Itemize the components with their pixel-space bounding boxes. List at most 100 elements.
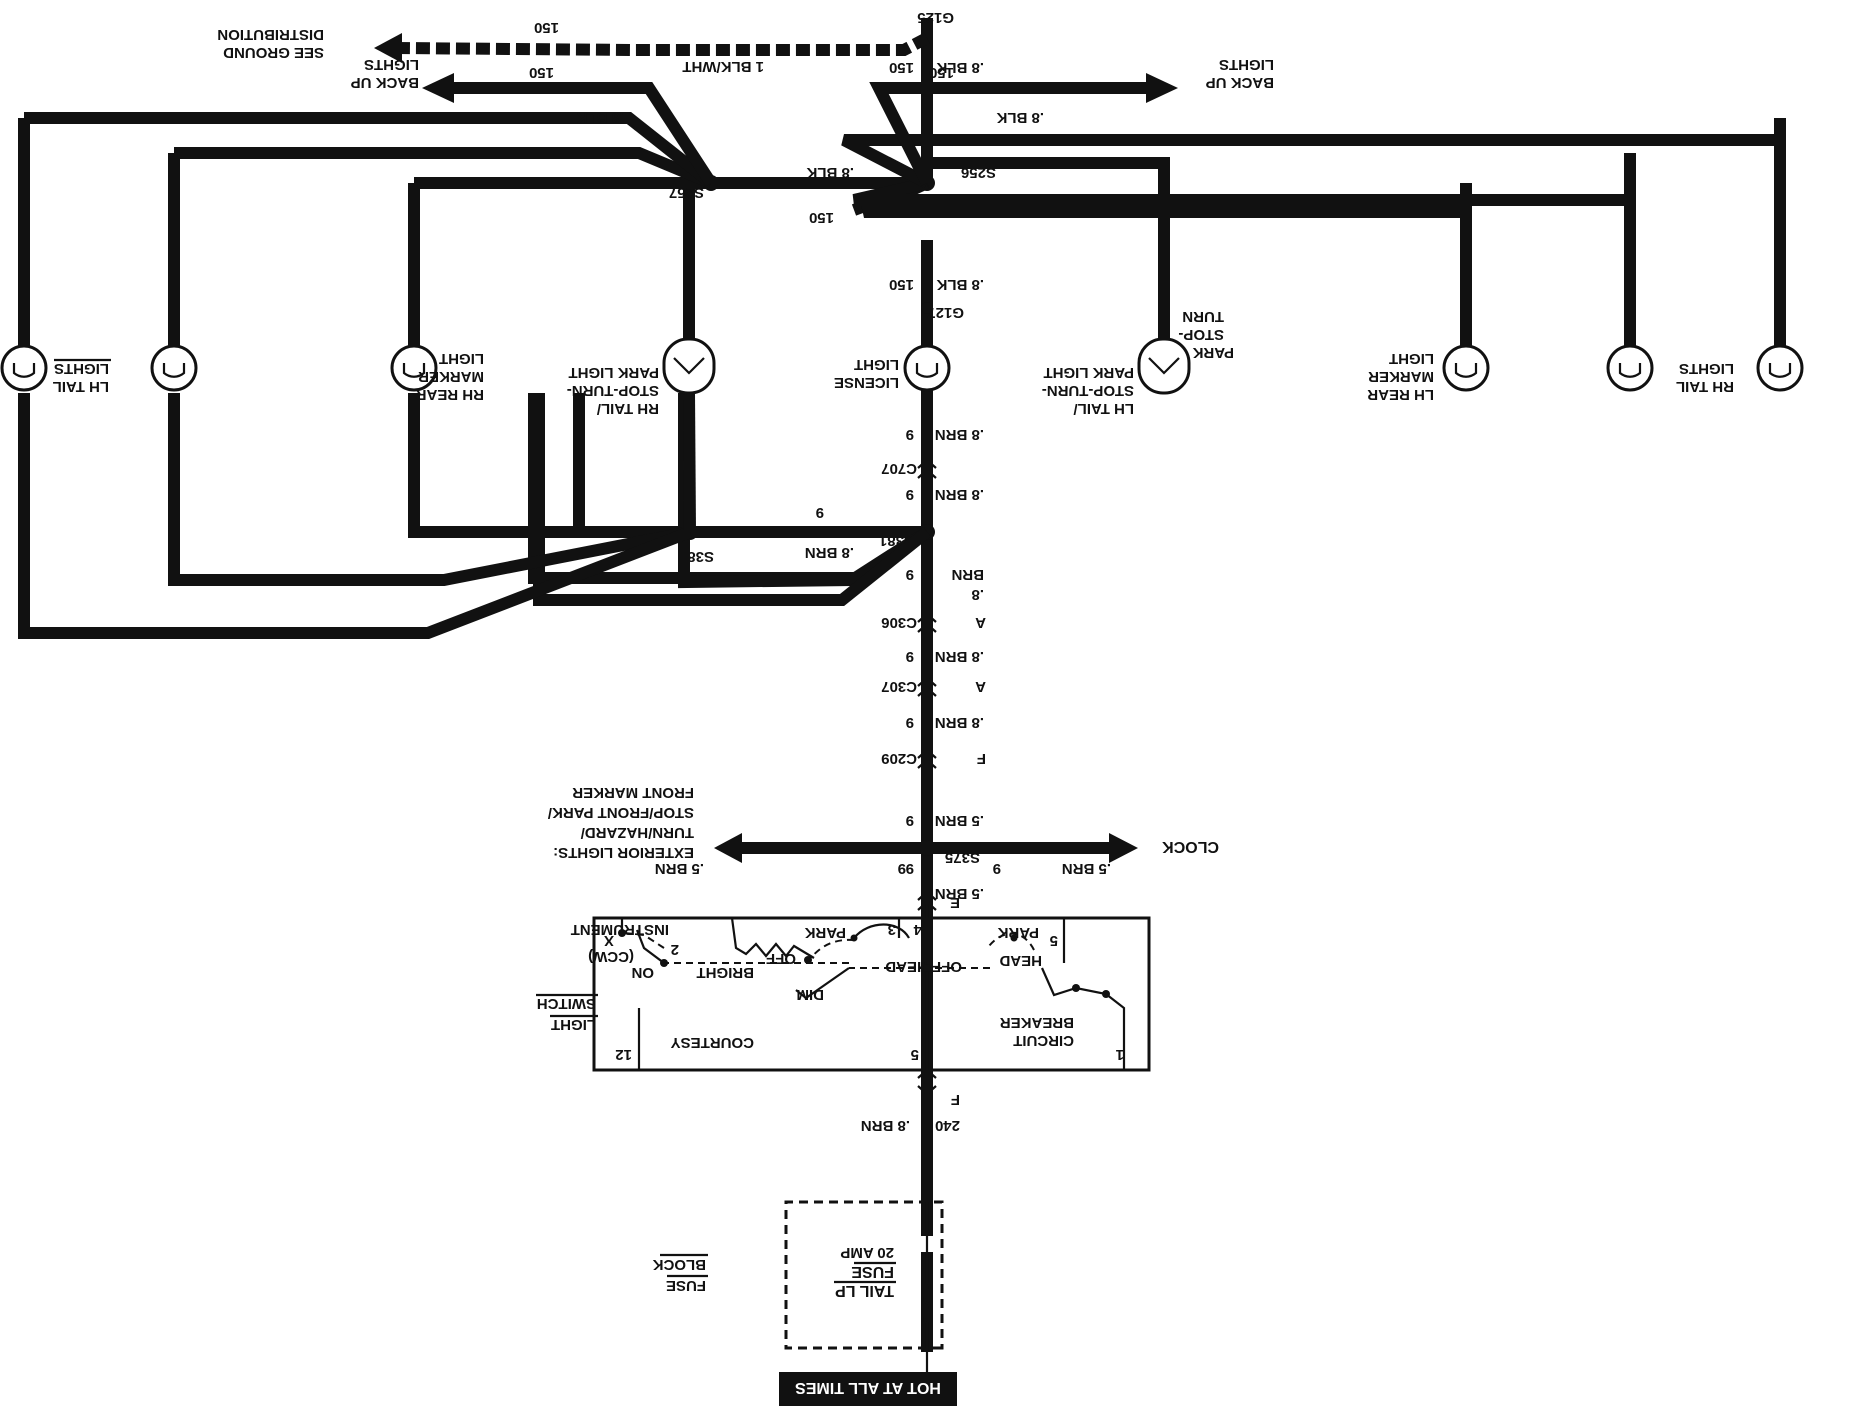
ground-wires: S257 S256 G127 G125 SEE GROUND DISTRIBUT…	[18, 9, 1786, 346]
wire-s381-s382-gauge: .8 BRN	[805, 544, 854, 561]
ccw-label: (CCW)	[588, 948, 634, 965]
connector-c707-label: C707	[881, 460, 917, 477]
lh-stop-stop: STOP-	[1178, 326, 1224, 343]
fuse-block-title-1: FUSE	[666, 1277, 706, 1294]
pin-5b: 5	[1050, 932, 1058, 949]
wire-c707-circuit-low: 9	[906, 486, 914, 503]
park-label-1: PARK	[997, 924, 1039, 941]
connector-c306-pin: A	[975, 614, 986, 631]
lamp-rh-marker: RH REAR MARKER LIGHT	[390, 344, 484, 403]
fuse-name-2: FUSE	[851, 1263, 894, 1280]
wire-240-circuit: 240	[935, 1117, 960, 1134]
wire-c306-gauge-a: .8	[971, 586, 984, 603]
connector-f-low: F	[951, 1091, 960, 1108]
exterior-lights-label-3: STOP/FRONT PARK/	[547, 804, 694, 821]
wire-trunk-gauge-s375-top: .5 BRN	[935, 812, 984, 829]
s375-label: S375	[945, 849, 980, 866]
wire-blk-label-2: .8 BLK	[806, 164, 854, 181]
wire-blk-label-3: .8 BLK	[996, 109, 1044, 126]
light-switch-title-1: LIGHT	[551, 1016, 596, 1033]
lamp-license: LICENSE LIGHT	[834, 344, 951, 392]
ground-label-1: SEE GROUND	[223, 44, 324, 61]
wire-blkwht-circuit: 150	[534, 19, 559, 36]
fuse-name-1: TAIL LP	[835, 1282, 894, 1299]
license-label-1: LICENSE	[834, 374, 899, 391]
exterior-lights-label-2: TURN/HAZARD/	[580, 824, 694, 841]
rh-stop-label-1: RH TAIL/	[596, 400, 659, 417]
wire-150-label-2: 150	[809, 209, 834, 226]
wire-c306-gauge-b: BRN	[952, 566, 985, 583]
lamp-rh-tail-a	[1606, 344, 1654, 392]
wire-c707-circuit-high: 9	[906, 426, 914, 443]
lamp-lh-marker	[150, 344, 198, 392]
wire-150-label-g127: 150	[889, 276, 914, 293]
wire-c209-circuit: 9	[906, 714, 914, 731]
wire-circuit-240: .8 BRN 240 F	[861, 1068, 960, 1134]
rh-stop-label-2: STOP-TURN-	[567, 382, 659, 399]
pin-5: 5	[911, 1046, 919, 1063]
wire-c307-circuit: 9	[906, 648, 914, 665]
lh-marker-label-2: MARKER	[1368, 368, 1434, 385]
rh-tail-label-1: RH TAIL	[1676, 378, 1734, 395]
wire-blkwht-gauge: 1 BLK/WHT	[682, 58, 764, 75]
backup-left-label-1: BACK UP	[351, 74, 419, 91]
connector-c707: C707 .8 BRN 9 .8 BRN 9	[881, 426, 984, 503]
rh-marker-label-1: RH REAR	[415, 386, 484, 403]
wire-150-label-g125: 150	[889, 59, 914, 76]
splice-s375-branch: S375 9 .5 BRN 9 .5 BRN 9 .5 BRN EXTERIOR…	[547, 784, 1219, 902]
lh-tail-label-1: LH TAIL	[53, 378, 109, 395]
lh-stop-park: PARK	[1192, 344, 1234, 361]
lamp-lh-stop: LH TAIL/ STOP-TURN- PARK LIGHT PARK STOP…	[1042, 308, 1234, 417]
pin-2: 2	[671, 941, 679, 958]
wire-s381-s382-circuit: 9	[816, 504, 824, 521]
lamp-lh-tail: LH TAIL LIGHTS	[0, 344, 111, 395]
pin-12: 12	[615, 1046, 632, 1063]
pin-4: 4	[913, 921, 922, 938]
lh-stop-turn: TURN	[1182, 308, 1224, 325]
connector-c307-label: C307	[881, 678, 917, 695]
light-switch: LIGHT SWITCH 1 CIRCUIT BREAKER HEAD PARK…	[536, 903, 1151, 1072]
connector-c209-pin: F	[977, 750, 986, 767]
connector-c209-label: C209	[881, 750, 917, 767]
wire-trunk-circuit-lower: 9	[906, 860, 914, 877]
dim-label: DIM	[797, 986, 825, 1003]
light-switch-title-2: SWITCH	[537, 995, 596, 1012]
bright-label: BRIGHT	[697, 964, 755, 981]
lh-marker-label-1: LH REAR	[1367, 386, 1434, 403]
brown-distribution: S381 S382 .8 BRN 9	[18, 392, 935, 639]
exterior-lights-label-1: EXTERIOR LIGHTS:	[553, 844, 694, 861]
park-label-2: PARK	[804, 924, 846, 941]
circuit-breaker-label-2: BREAKER	[1000, 1014, 1074, 1031]
wire-trunk-gauge-lower: .5 BRN	[935, 885, 984, 902]
connector-e: E	[917, 890, 960, 911]
lh-stop-label-1: LH TAIL/	[1073, 400, 1134, 417]
wire-s375-left-gauge: .5 BRN	[655, 860, 704, 877]
wire-trunk-circuit-s375-top: 9	[906, 812, 914, 829]
fuse-block: FUSE BLOCK TAIL LP FUSE 20 AMP	[653, 1200, 944, 1350]
exterior-lights-label-4: FRONT MARKER	[572, 784, 694, 801]
hot-at-all-times-banner: HOT AT ALL TIMES	[779, 1348, 957, 1406]
pin-x: X	[604, 932, 614, 949]
wire-blk-label-g125: .8 BLK	[936, 59, 984, 76]
hot-label: HOT AT ALL TIMES	[795, 1379, 941, 1396]
lh-stop-label-3: PARK LIGHT	[1043, 364, 1134, 381]
wire-150-label-3: 150	[929, 64, 954, 81]
g125-label: G125	[917, 9, 954, 26]
wire-blk-label-g127: .8 BLK	[936, 276, 984, 293]
lh-tail-label-2: LIGHTS	[54, 360, 109, 377]
wire-c209-gauge: .8 BRN	[935, 714, 984, 731]
wire-150-label-1: 150	[529, 64, 554, 81]
backup-right-label-1: BACK UP	[1206, 74, 1274, 91]
wire-s375-right-gauge: .5 BRN	[1062, 860, 1111, 877]
wire-240-gauge: .8 BRN	[861, 1117, 910, 1134]
wire-blk-label-1: .8 BLK	[576, 109, 624, 126]
lamp-rh-stop: RH TAIL/ STOP-TURN- PARK LIGHT	[567, 337, 716, 417]
rh-marker-label-3: LIGHT	[439, 350, 484, 367]
connector-stack: F C209 .8 BRN 9 A C307 .8 BRN 9 A C306 .…	[881, 566, 986, 769]
lamp-rh-tail-b: RH TAIL LIGHTS	[1676, 344, 1804, 395]
pin-3: 3	[888, 921, 896, 938]
connector-e-label: E	[950, 894, 960, 911]
ground-label-2: DISTRIBUTION	[217, 26, 324, 43]
rh-tail-label-2: LIGHTS	[1679, 360, 1734, 377]
license-label-2: LIGHT	[854, 356, 899, 373]
